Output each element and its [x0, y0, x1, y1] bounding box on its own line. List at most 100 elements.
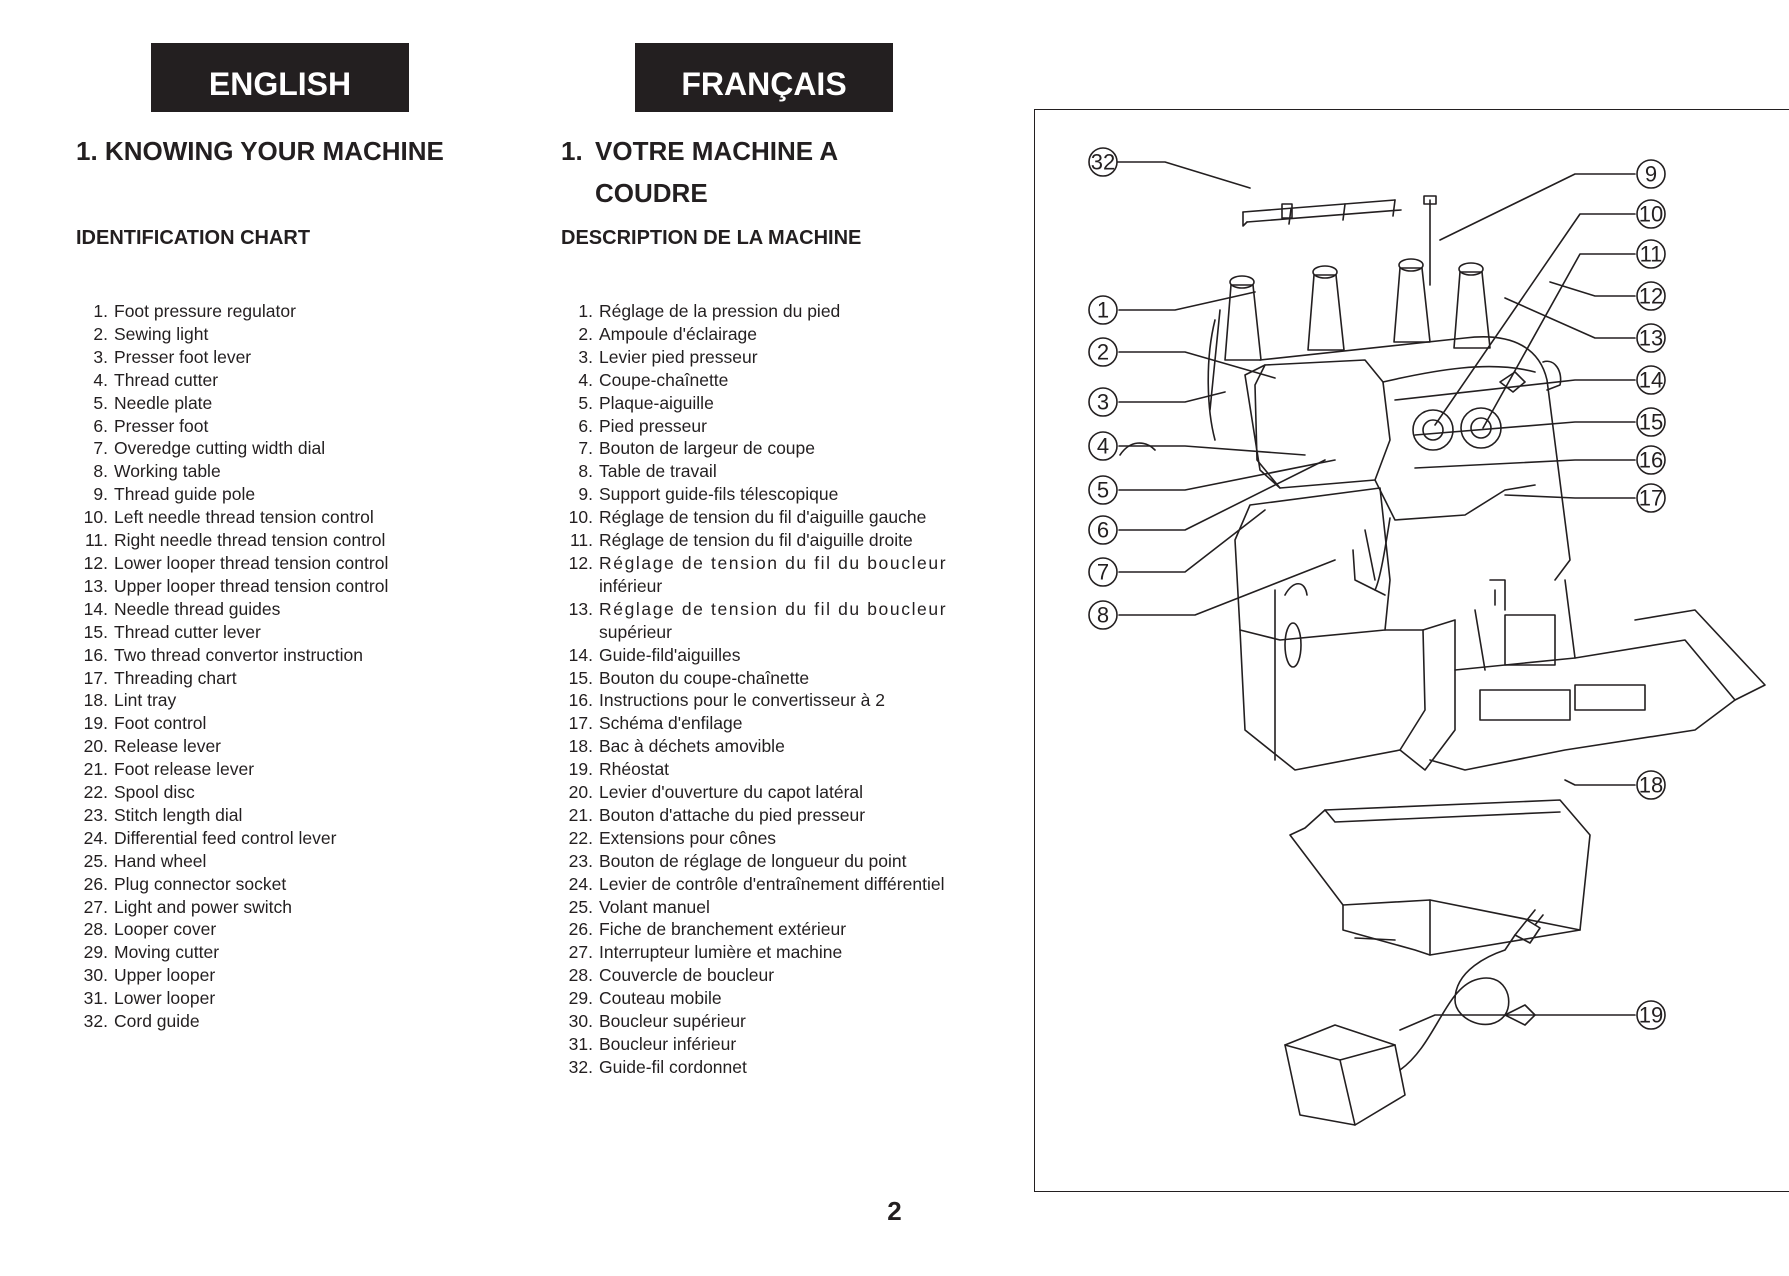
part-name: Rhéostat — [599, 759, 670, 780]
part-name: Volant manuel — [599, 896, 710, 917]
callout-circle — [1088, 387, 1118, 417]
parts-list-item: 20.Levier d'ouverture du capot latéral — [561, 781, 981, 804]
part-number: 9. — [93, 484, 108, 505]
part-number: 24. — [568, 873, 593, 894]
part-number — [561, 575, 599, 598]
parts-list-item: 10.Left needle thread tension control — [76, 506, 516, 529]
callout-number: 4 — [1097, 434, 1109, 459]
callout-number: 2 — [1097, 340, 1109, 365]
parts-list-item: 27.Interrupteur lumière et machine — [561, 941, 981, 964]
part-name: Light and power switch — [114, 896, 293, 917]
part-name: Release lever — [114, 736, 221, 757]
parts-list-item: 11. Réglage de tension du fil d'aiguille … — [561, 529, 981, 552]
english-subtitle: IDENTIFICATION CHART — [76, 227, 311, 249]
french-title-line2: COUDRE — [595, 178, 708, 208]
part-name: Lint tray — [114, 690, 177, 711]
callout-circle — [1088, 475, 1118, 505]
parts-list-item: 21.Foot release lever — [76, 758, 516, 781]
parts-list-item: 31.Lower looper — [76, 987, 516, 1010]
parts-list-item: 12.Lower looper thread tension control — [76, 552, 516, 575]
parts-list-item: 25.Hand wheel — [76, 850, 516, 873]
part-name: Foot pressure regulator — [114, 301, 296, 321]
part-number: 24. — [83, 827, 108, 848]
part-name: Presser foot lever — [114, 346, 252, 367]
part-name: Schéma d'enfilage — [599, 713, 743, 734]
part-name: Réglage de tension du fil d'aiguille dro… — [599, 530, 913, 551]
part-number: 20. — [83, 736, 108, 757]
part-name: Foot release lever — [114, 759, 255, 780]
part-name: Needle thread guides — [114, 598, 281, 619]
callout-circle — [1088, 557, 1118, 587]
callout-circle — [1088, 515, 1118, 545]
callout-circle — [1636, 365, 1666, 395]
part-number: 19. — [83, 713, 108, 734]
callout-circle — [1636, 281, 1666, 311]
part-number: 2. — [93, 323, 108, 344]
part-number: 26. — [568, 919, 593, 940]
part-number: 10. — [83, 507, 108, 528]
part-name: Two thread convertor instruction — [114, 644, 364, 665]
french-subtitle: DESCRIPTION DE LA MACHINE — [561, 227, 862, 249]
part-name: Réglage de tension du fil du boucleur — [599, 598, 948, 619]
part-number: 2. — [578, 323, 593, 344]
part-name: Pied presseur — [599, 415, 707, 436]
part-number: 20. — [568, 782, 593, 803]
part-number: 6. — [93, 415, 108, 436]
part-number: 18. — [568, 736, 593, 757]
part-number: 27. — [83, 896, 108, 917]
part-name: Boucleur supérieur — [599, 1011, 746, 1032]
callout-circle — [1636, 407, 1666, 437]
part-name: Couteau mobile — [599, 988, 722, 1009]
english-title-number: 1. — [76, 136, 98, 166]
parts-list-item: 14.Guide-fild'aiguilles — [561, 644, 981, 667]
part-name: Levier de contrôle d'entraînement différ… — [599, 873, 945, 894]
parts-list-item: 24. Levier de contrôle d'entraînement dif… — [561, 873, 981, 896]
part-name: Foot control — [114, 713, 207, 734]
parts-list-item: 10.Réglage de tension du fil d'aiguille … — [561, 506, 981, 529]
part-number: 22. — [568, 827, 593, 848]
part-number: 4. — [93, 369, 108, 390]
part-number: 14. — [83, 598, 108, 619]
part-name: Réglage de tension du fil d'aiguille gau… — [599, 507, 927, 528]
parts-list-item: 25.Volant manuel — [561, 896, 981, 919]
parts-list-item: 12.Réglage de tension du fil du boucleur — [561, 552, 981, 575]
part-name: Coupe-chaînette — [599, 369, 729, 390]
parts-list-item: 19. Rhéostat — [561, 758, 981, 781]
part-number: 14. — [568, 644, 593, 665]
part-number: 6. — [578, 415, 593, 436]
parts-list-item: 17.Threading chart — [76, 667, 516, 690]
part-number: 11. — [569, 530, 593, 551]
part-number: 21. — [568, 804, 593, 825]
part-number: 29. — [568, 988, 593, 1009]
parts-list-item: inférieur — [561, 575, 981, 598]
part-number: 13. — [568, 598, 593, 619]
parts-list-item: 1.Réglage de la pression du pied — [561, 300, 981, 323]
english-title-text: KNOWING YOUR MACHINE — [104, 136, 444, 166]
part-number: 32. — [83, 1011, 108, 1032]
callout-circle — [1088, 295, 1118, 325]
parts-list-item: 31.Boucleur inférieur — [561, 1033, 981, 1056]
part-number: 13. — [83, 575, 108, 596]
parts-list-item: 26.Fiche de branchement extérieur — [561, 918, 981, 941]
parts-list-item: 11.Right needle thread tension control — [76, 529, 516, 552]
part-number: 4. — [578, 369, 593, 390]
french-section-title: 1.VOTRE MACHINE A COUDRE — [561, 130, 838, 214]
part-number: 17. — [568, 713, 593, 734]
part-number: 7. — [93, 438, 108, 459]
part-name: Levier pied presseur — [599, 346, 758, 367]
parts-list-item: 28.Couvercle de boucleur — [561, 964, 981, 987]
part-number: 19. — [568, 759, 593, 780]
parts-list-item: 8.Table de travail — [561, 460, 981, 483]
part-number: 27. — [568, 942, 593, 963]
part-name: Ampoule d'éclairage — [599, 323, 758, 344]
part-name: Presser foot — [114, 415, 209, 436]
callout-number: 1 — [1097, 298, 1109, 323]
parts-list-item: 1.Foot pressure regulator — [76, 300, 516, 323]
parts-list-item: 15.Thread cutter lever — [76, 621, 516, 644]
callout-number: 8 — [1097, 603, 1109, 628]
callout-number: 3 — [1097, 390, 1109, 415]
callout-circle — [1088, 147, 1118, 177]
parts-list-item: 29. Couteau mobile — [561, 987, 981, 1010]
